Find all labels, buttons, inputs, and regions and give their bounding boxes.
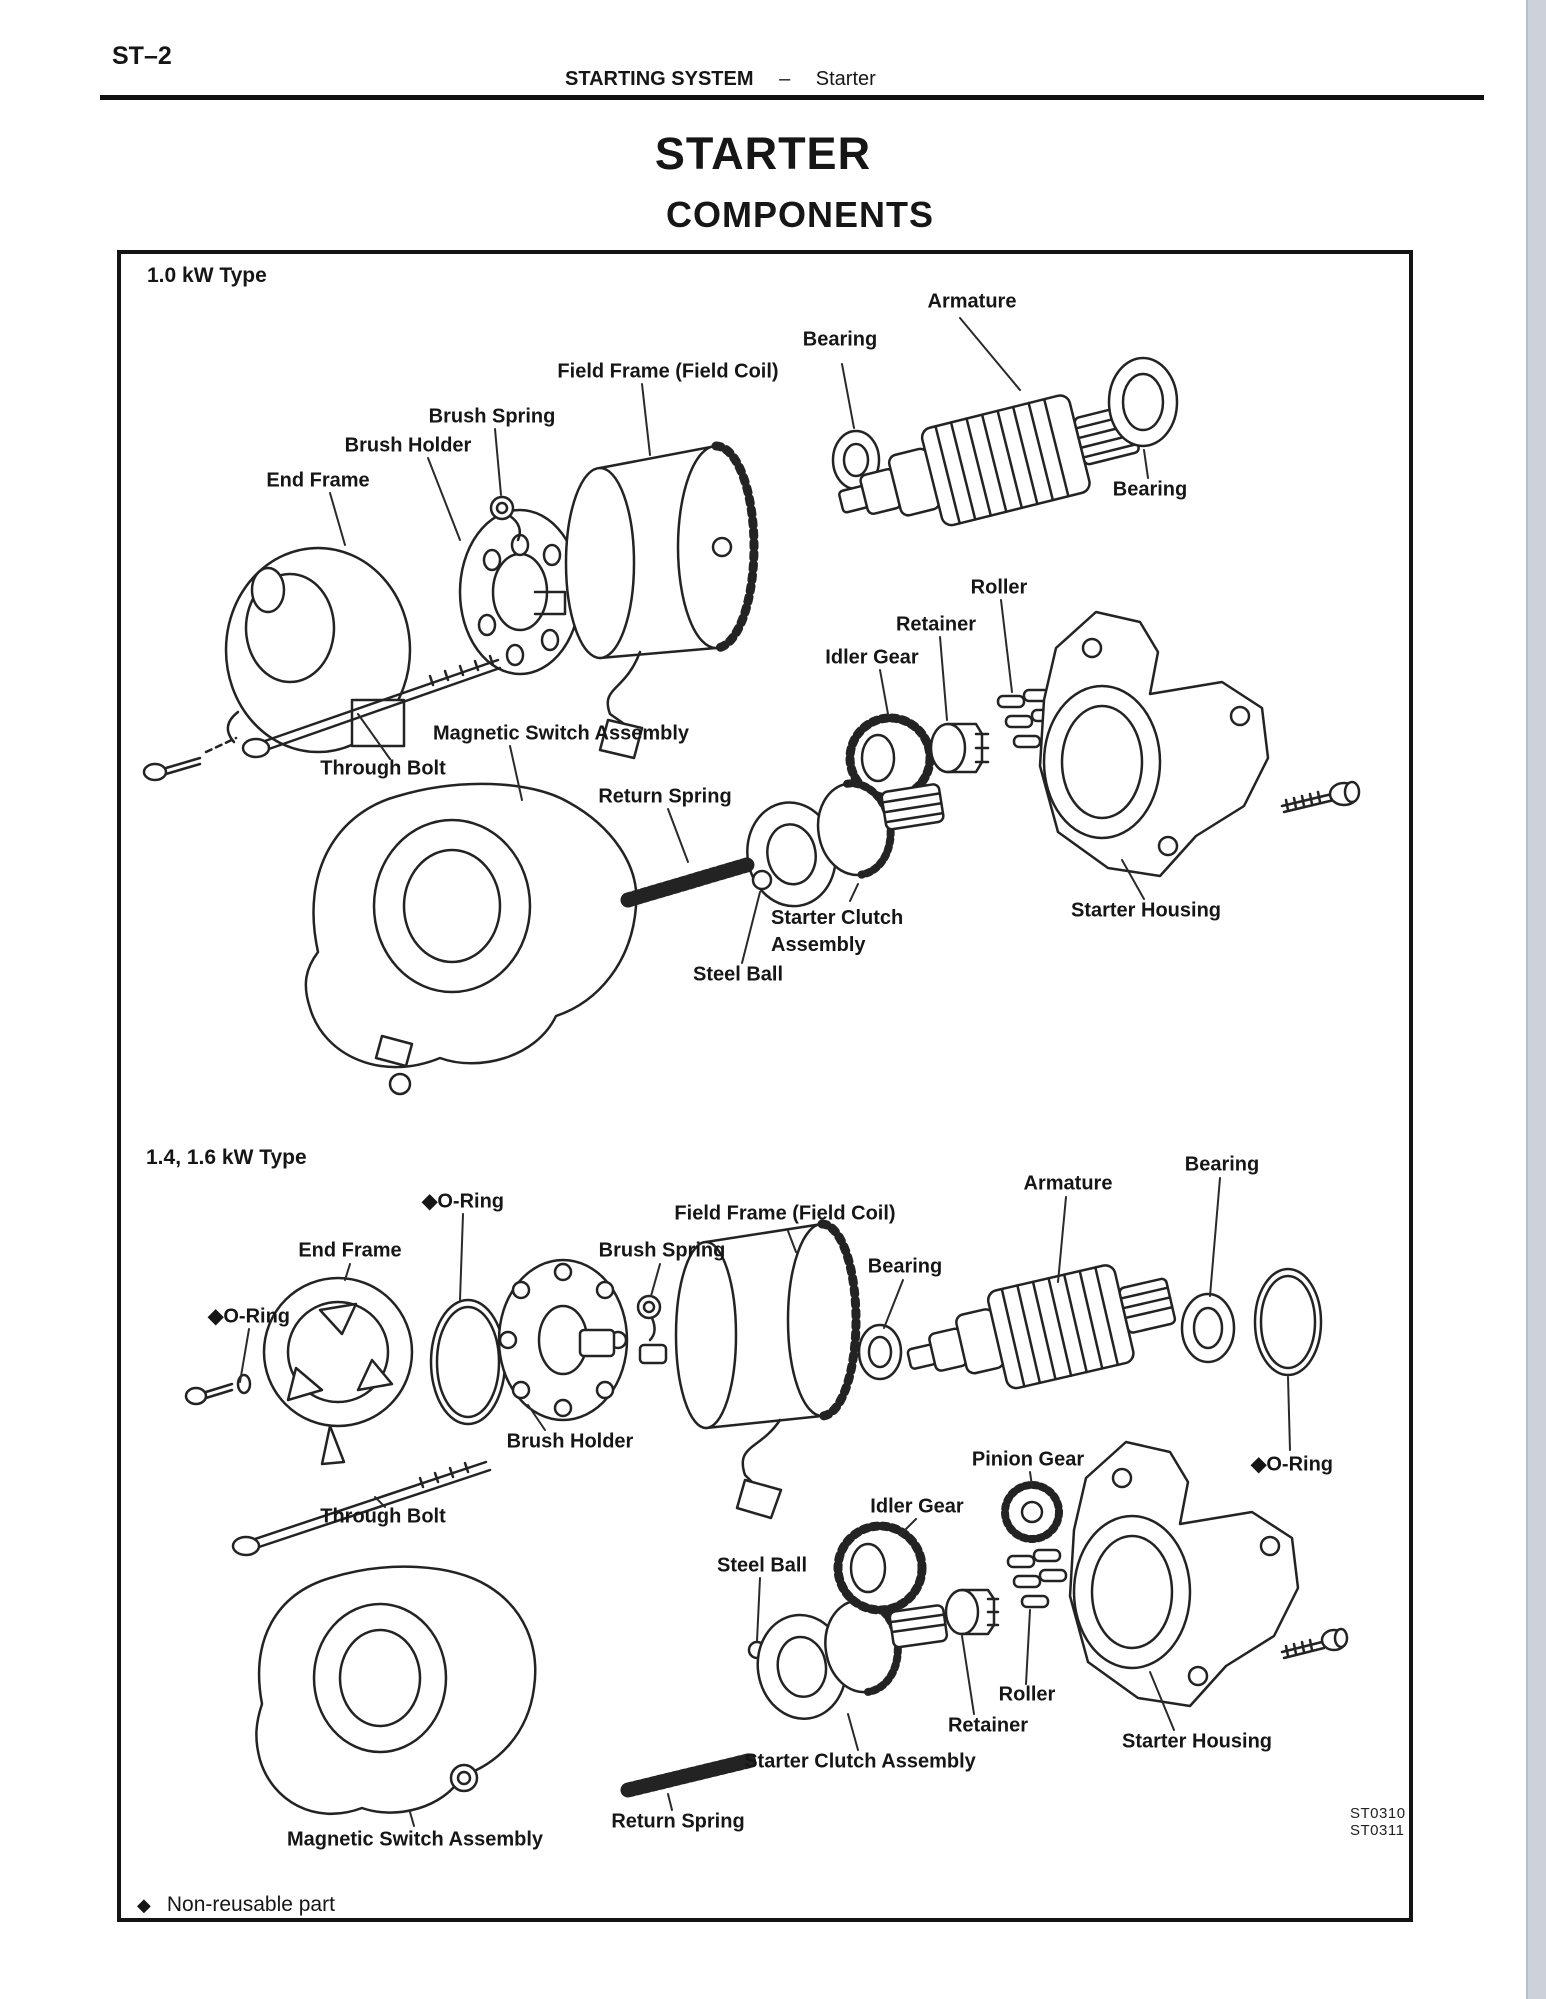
figure-code-1: ST0310 [1350, 1805, 1406, 1822]
figure-code-2: ST0311 [1350, 1821, 1405, 1839]
part-label-brush-holder-1: Brush Holder [344, 434, 472, 457]
part-label-pinion-gear-2: Pinion Gear [971, 1448, 1085, 1471]
part-label-bearing-1b: Bearing [1112, 478, 1188, 501]
mount-bolt-drawing-2 [1282, 1629, 1347, 1658]
part-label-through-bolt-2: Through Bolt [320, 1505, 446, 1528]
part-label-retainer-1: Retainer [895, 613, 977, 636]
return-spring-drawing-2 [628, 1760, 752, 1790]
page-number: ST–2 [112, 42, 172, 70]
part-label-steel-ball-2: Steel Ball [716, 1554, 808, 1577]
page-title: STARTER [654, 128, 872, 179]
end-frame-screw-drawing-2 [186, 1375, 250, 1404]
part-label-o-ring-2b: ◆O-Ring [207, 1305, 291, 1328]
part-label-brush-spring-1: Brush Spring [428, 405, 556, 428]
part-label-end-frame-1: End Frame [266, 469, 370, 492]
part-label-bearing-1a: Bearing [802, 328, 878, 351]
retainer-drawing-1 [931, 724, 988, 772]
through-bolt-drawing-1 [243, 656, 500, 757]
part-label-field-frame-1: Field Frame (Field Coil) [557, 360, 779, 383]
part-label-brush-holder-2: Brush Holder [506, 1430, 634, 1453]
part-label-brush-spring-2: Brush Spring [598, 1239, 726, 1262]
bearing-drawing-2a [859, 1325, 901, 1379]
figure-codes: ST0310 ST0311 [1350, 1805, 1406, 1839]
section-type-label-1: 1.0 kW Type [147, 264, 267, 287]
header-rule [100, 95, 1484, 100]
through-bolt-drawing-2 [233, 1462, 490, 1555]
starter-housing-drawing-2 [1070, 1442, 1298, 1706]
part-label-roller-1: Roller [970, 576, 1028, 599]
part-label-roller-2: Roller [998, 1683, 1056, 1706]
scanned-page-edge [1526, 0, 1546, 1999]
bearing-drawing-1b [1109, 358, 1177, 446]
armature-drawing-1 [829, 380, 1146, 550]
starter-clutch-drawing-1 [739, 770, 954, 913]
running-header: STARTING SYSTEM – Starter [565, 68, 876, 91]
return-spring-drawing-1 [628, 864, 750, 900]
part-label-retainer-2: Retainer [947, 1714, 1029, 1737]
running-header-separator: – [779, 68, 791, 90]
part-label-starter-housing-2: Starter Housing [1121, 1730, 1273, 1753]
part-label-return-spring-1: Return Spring [598, 785, 732, 808]
mount-bolt-drawing-1 [1282, 782, 1359, 812]
magnetic-switch-drawing-1 [306, 784, 637, 1094]
part-label-bearing-2b: Bearing [1184, 1153, 1260, 1176]
part-label-starter-clutch-1: Starter Clutch Assembly [771, 907, 904, 956]
part-label-idler-gear-1: Idler Gear [825, 646, 919, 669]
o-ring-drawing-2a [431, 1300, 505, 1424]
part-label-bearing-2a: Bearing [867, 1255, 943, 1278]
part-label-armature-2: Armature [1023, 1172, 1113, 1195]
part-label-through-bolt-1: Through Bolt [320, 757, 446, 780]
bearing-drawing-2b [1182, 1294, 1234, 1362]
part-label-starter-clutch-2: Starter Clutch Assembly [744, 1750, 976, 1773]
armature-drawing-2 [899, 1253, 1183, 1411]
page-subtitle: COMPONENTS [665, 194, 935, 235]
brush-holder-drawing-1 [460, 510, 580, 674]
running-header-subsection: Starter [815, 68, 876, 90]
part-label-starter-housing-1: Starter Housing [1070, 899, 1222, 922]
idler-gear-drawing-2 [838, 1526, 922, 1610]
pinion-gear-drawing-2 [1005, 1485, 1059, 1539]
roller-drawing-2 [1008, 1550, 1066, 1607]
retainer-drawing-2 [946, 1590, 998, 1634]
part-label-field-frame-2: Field Frame (Field Coil) [674, 1202, 896, 1225]
non-reusable-legend-text: Non-reusable part [166, 1893, 335, 1916]
non-reusable-legend: ◆ Non-reusable part [137, 1893, 335, 1917]
section-type-label-2: 1.4, 1.6 kW Type [146, 1146, 307, 1169]
part-label-magnetic-switch-2: Magnetic Switch Assembly [287, 1828, 543, 1851]
part-label-end-frame-2: End Frame [298, 1239, 402, 1262]
field-frame-drawing-2 [676, 1224, 856, 1518]
running-header-section: STARTING SYSTEM [565, 68, 754, 90]
brush-holder-drawing-2 [499, 1260, 627, 1420]
part-label-o-ring-2c: ◆O-Ring [1250, 1453, 1334, 1476]
steel-ball-drawing-1 [753, 871, 771, 889]
brush-spring-drawing-2 [638, 1296, 666, 1363]
part-label-return-spring-2: Return Spring [611, 1810, 745, 1833]
part-label-steel-ball-1: Steel Ball [692, 963, 784, 986]
end-frame-drawing-1 [144, 548, 410, 780]
end-frame-drawing-2 [264, 1278, 412, 1464]
part-label-o-ring-2a: ◆O-Ring [421, 1190, 505, 1213]
non-reusable-diamond-icon: ◆ [137, 1895, 151, 1915]
starter-clutch-drawing-2 [750, 1589, 955, 1725]
part-label-idler-gear-2: Idler Gear [870, 1495, 964, 1518]
magnetic-switch-drawing-2 [256, 1567, 535, 1814]
brush-spring-drawing-1 [491, 497, 520, 540]
o-ring-drawing-2c [1255, 1269, 1321, 1375]
part-label-magnetic-switch-1: Magnetic Switch Assembly [433, 722, 689, 745]
leader-lines [240, 318, 1290, 1826]
diagram-frame [117, 250, 1413, 1922]
part-label-armature-1: Armature [927, 290, 1017, 313]
field-frame-drawing-1 [566, 446, 754, 758]
starter-housing-drawing-1 [1040, 612, 1268, 876]
